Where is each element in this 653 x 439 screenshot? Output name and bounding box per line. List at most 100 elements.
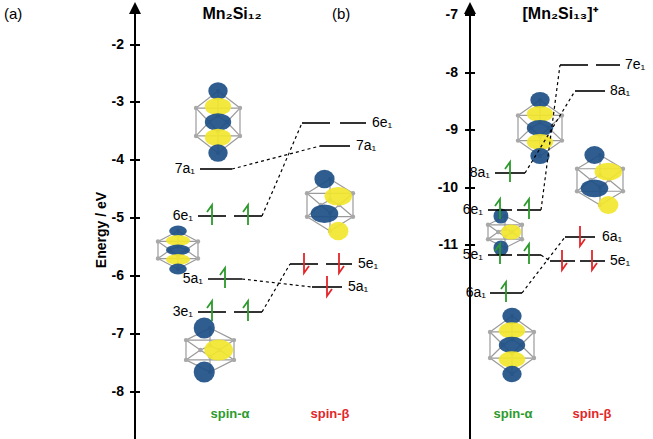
cage-atom [516,113,520,117]
orbital-picture [575,146,625,214]
cage-atom [488,330,492,334]
cage-atom [621,189,625,193]
axis-tick [130,391,140,393]
spin-label: spin-β [311,407,350,421]
orbital-picture [156,226,200,275]
level-label: 7e₁ [625,57,645,72]
cage-atom [196,239,200,243]
cage-atom [520,237,524,241]
cage-atom [194,106,198,110]
cage-bond [352,193,353,216]
level-label: 6e₁ [173,208,193,223]
tick-value: -11 [439,237,458,252]
tick-value: -5 [112,210,124,225]
cage-atom [194,134,198,138]
orbital-lobe [311,204,339,223]
axis-arrow [129,2,141,14]
orbital-lobe [527,106,553,122]
tick-value: -8 [112,384,124,399]
cage-atom [184,338,188,342]
orbital-lobe [205,129,231,147]
axis-tick [130,44,140,46]
cage-bond [233,340,234,360]
cage-atom [486,223,490,227]
panel-title: Mn₂Si₁₂ [202,5,261,23]
orbital-lobe [208,82,227,100]
spin-up-electron [495,199,500,219]
level-label: 3e₁ [173,304,193,319]
cage-bond [157,241,158,258]
orbital-lobe [166,235,190,246]
cage-bond [186,340,234,341]
tick-value: -2 [112,37,124,52]
axis-tick [465,187,475,189]
orbital-lobe [581,179,609,197]
panel-label: (a) [4,6,22,23]
orbital-lobe [527,120,553,136]
cage-bond [186,350,200,360]
cage-atom [156,256,160,260]
cage-bond [239,108,240,136]
axis-tick [465,72,475,74]
axis-tick [465,14,475,16]
spin-up-electron [207,205,212,225]
orbital-lobe [328,222,348,241]
energy-axis [134,6,136,439]
energy-level [302,122,330,124]
spin-up-electron [524,199,529,219]
energy-level [575,90,605,92]
orbital-lobe [169,226,187,237]
level-label: 5a₁ [348,279,368,294]
cage-bond [197,241,198,258]
cage-bond [307,193,321,205]
level-label: 6a₁ [466,285,486,300]
cage-bond [577,169,591,180]
orbital-lobe [493,240,508,255]
spin-down-electron [304,253,309,273]
level-label: 5e₁ [463,247,483,262]
cage-bond [576,169,577,192]
level-label: 8a₁ [610,83,630,98]
spin-down-electron [327,276,332,296]
cage-atom [575,189,579,193]
cage-bond [622,169,623,192]
spin-up-electron [243,205,248,225]
axis-title: Energy / eV [94,192,109,268]
spin-label: spin-α [493,407,532,421]
correlation-line [541,65,560,210]
spin-down-electron [562,250,567,270]
orbital-lobe [204,340,233,361]
tick-value: -7 [446,7,458,22]
spin-up-electron [501,282,506,302]
tick-value: -4 [112,152,124,167]
cage-atom [305,215,309,219]
cage-atom [560,138,564,142]
cage-atom [232,338,236,342]
orbital-lobe [530,92,549,108]
axis-tick [130,217,140,219]
level-label: 6e₁ [372,115,392,130]
correlation-line [262,123,302,216]
spin-up-electron [220,268,225,288]
spin-down-electron [592,250,597,270]
energy-level [320,145,350,147]
level-label: 6e₁ [463,202,483,217]
orbital-picture [486,208,524,255]
cage-bond [533,332,534,358]
orbital-picture [184,318,236,383]
cage-bond [186,359,234,360]
tick-value: -10 [438,180,458,195]
cage-atom [520,223,524,227]
correlation-line [262,264,290,312]
axis-tick [130,275,140,277]
spin-up-electron [495,244,500,264]
tick-value: -9 [446,122,458,137]
level-label: 6a₁ [602,229,622,244]
spin-label: spin-α [210,407,249,421]
orbital-lobe [166,254,190,265]
axis-tick [130,101,140,103]
spin-label: spin-β [573,407,612,421]
cage-bond [489,332,490,358]
orbital-lobe [499,351,525,368]
level-label: 7a₁ [356,138,376,153]
